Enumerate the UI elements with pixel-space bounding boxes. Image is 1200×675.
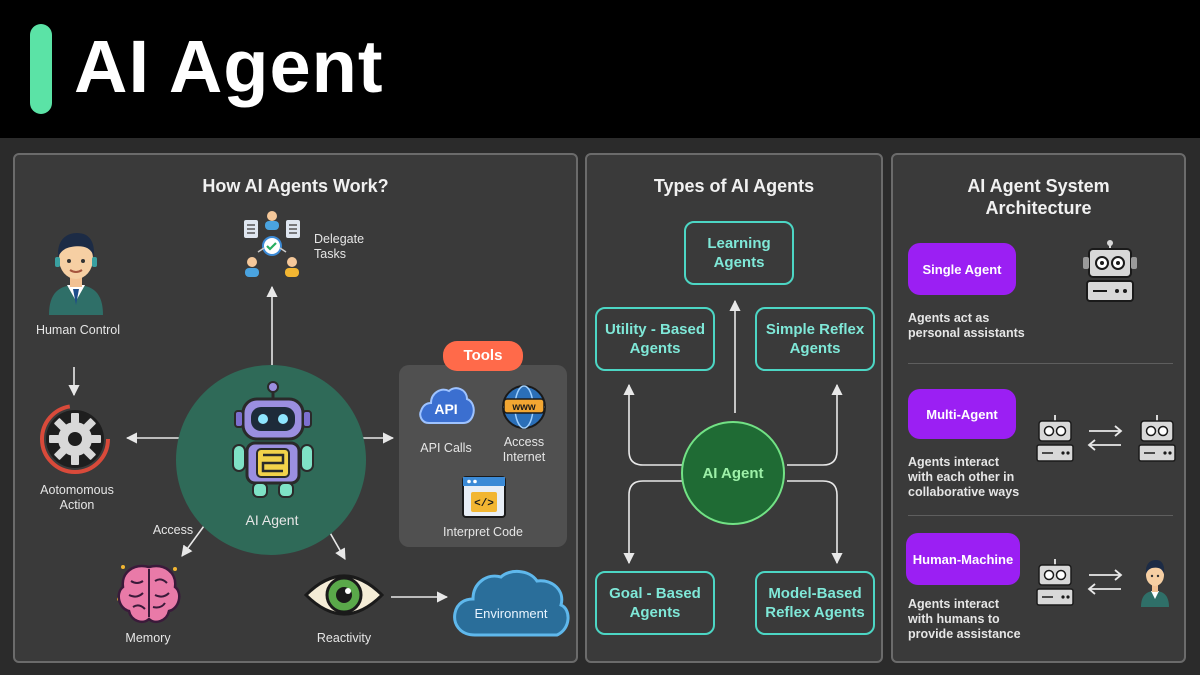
pill-human-machine: Human-Machine <box>906 533 1020 585</box>
tools-title: Tools <box>443 341 523 371</box>
connector-model-reflex <box>787 480 843 565</box>
diagram-stage: How AI Agents Work? <box>0 138 1200 675</box>
center-ai-agent: AI Agent <box>681 421 785 525</box>
type-goal-based: Goal - Based Agents <box>595 571 715 635</box>
label-api-calls: API Calls <box>420 441 472 455</box>
panel-work-arrows <box>68 285 449 603</box>
api-cloud-icon: API <box>419 387 475 424</box>
delegate-icon <box>244 211 300 277</box>
desc-multi-agent: Agents interact with each other in colla… <box>908 455 1020 499</box>
label-interpret-code: Interpret Code <box>443 525 523 539</box>
label-ai-agent: AI Agent <box>245 512 299 528</box>
type-model-based-reflex: Model-Based Reflex Agents <box>755 571 875 635</box>
connector-goal <box>623 480 683 565</box>
panel-title-architecture: AI Agent System Architecture <box>967 176 1110 218</box>
eye-icon <box>303 574 385 616</box>
code-window-icon: </> <box>462 476 506 518</box>
panel-title-types: Types of AI Agents <box>653 176 815 196</box>
type-simple-reflex: Simple Reflex Agents <box>755 307 875 371</box>
globe-icon: www <box>502 385 546 429</box>
multi-agent-exchange-icon <box>1036 415 1176 462</box>
page-title: AI Agent <box>74 25 384 108</box>
type-utility-based: Utility - Based Agents <box>595 307 715 371</box>
divider-1 <box>908 363 1173 364</box>
robot-icon-single <box>1083 240 1137 302</box>
divider-2 <box>908 515 1173 516</box>
desc-single-agent: Agents act as personal assistants <box>908 311 1025 340</box>
label-human-control: Human Control <box>35 323 121 337</box>
header: AI Agent <box>0 0 1200 138</box>
panel-system-architecture: AI Agent System Architecture Single Agen… <box>891 153 1186 663</box>
www-glyph: www <box>511 402 536 413</box>
pill-multi-agent: Multi-Agent <box>908 389 1016 439</box>
panel-types-of-agents: Types of AI Agents Learning Agents Utili… <box>585 153 883 663</box>
type-learning-agents: Learning Agents <box>684 221 794 285</box>
cloud-icon <box>453 570 570 637</box>
connector-simple-reflex <box>787 383 843 466</box>
label-autonomous-action: Aotomomous Action <box>40 483 114 512</box>
human-machine-exchange-icon <box>1036 559 1169 607</box>
pill-single-agent: Single Agent <box>908 243 1016 295</box>
panel-how-agents-work: How AI Agents Work? <box>13 153 578 663</box>
label-access: Access <box>152 523 194 537</box>
label-environment: Environment <box>474 606 548 621</box>
panel-title-how: How AI Agents Work? <box>202 176 389 196</box>
label-access-internet: Access Internet <box>502 435 546 464</box>
label-delegate-tasks: Delegate Tasks <box>314 232 365 261</box>
brain-icon <box>117 564 181 623</box>
robot-icon <box>232 381 314 498</box>
gear-icon <box>40 404 110 474</box>
code-glyph: </> <box>474 498 494 510</box>
label-reactivity: Reactivity <box>316 631 372 645</box>
human-avatar-icon <box>49 233 103 315</box>
header-accent-bar <box>30 24 52 114</box>
panel-types-connectors <box>623 299 843 565</box>
desc-human-machine: Agents interact with humans to provide a… <box>908 597 1021 641</box>
api-glyph: API <box>434 401 457 417</box>
label-memory: Memory <box>125 631 171 645</box>
connector-utility <box>623 383 683 466</box>
